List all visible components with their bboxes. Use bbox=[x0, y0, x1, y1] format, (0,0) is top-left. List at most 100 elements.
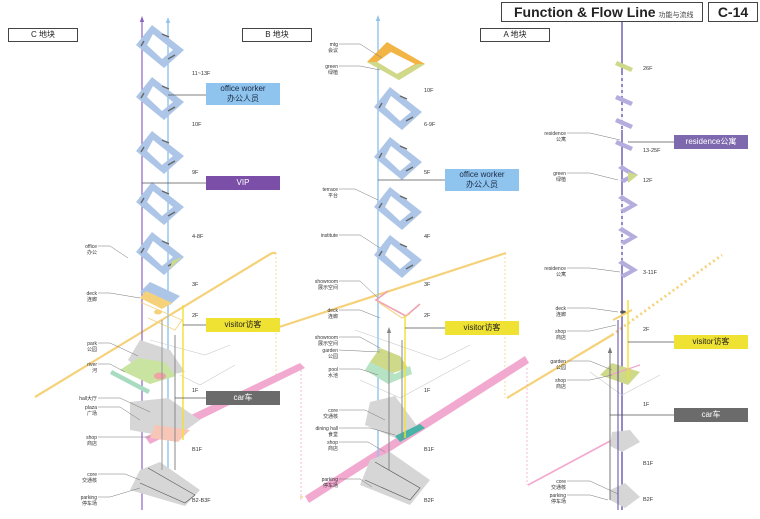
a-floor-label: 2F bbox=[643, 327, 650, 333]
a-road-outline bbox=[589, 371, 661, 396]
tag-en: park bbox=[87, 341, 97, 347]
a-garden bbox=[600, 363, 640, 385]
a-floor-label: B2F bbox=[643, 497, 654, 503]
c-office-worker-box: office worker 办公人员 bbox=[206, 83, 280, 105]
leader-line bbox=[339, 336, 381, 349]
role-label: VIP bbox=[236, 178, 250, 187]
tag-en: residence bbox=[544, 131, 566, 137]
core-mark bbox=[378, 102, 383, 109]
tag-en: green bbox=[553, 171, 566, 177]
leader-line bbox=[339, 409, 386, 421]
block-b-header: B 地块 bbox=[242, 28, 312, 42]
b-road-outline bbox=[354, 329, 471, 361]
arrow-up-icon bbox=[165, 17, 171, 23]
b-deck-2f bbox=[377, 301, 411, 319]
b-core-b1 bbox=[365, 396, 420, 440]
visitor-deck-path-c bbox=[34, 252, 273, 398]
leader-line bbox=[567, 307, 619, 313]
c-tag-hall: hall大厅 bbox=[79, 396, 97, 402]
a-residence-slab bbox=[615, 95, 633, 106]
tag-en: parking bbox=[80, 495, 97, 501]
b-floor-label: B2F bbox=[424, 498, 435, 504]
tag-en: parking bbox=[321, 477, 338, 483]
core-mark bbox=[167, 211, 176, 217]
arrow-up-icon bbox=[607, 347, 613, 353]
tag-cn: 展示空间 bbox=[317, 285, 338, 291]
a-floor-label: 1F bbox=[643, 402, 650, 408]
tag-en: deck bbox=[555, 306, 566, 312]
leader-line bbox=[98, 406, 141, 421]
title-en: Function & Flow Line bbox=[514, 4, 656, 20]
a-visitor-box: visitor访客 bbox=[674, 335, 748, 349]
leader-line bbox=[98, 245, 129, 259]
leader-line bbox=[339, 188, 379, 201]
tag-en: core bbox=[328, 408, 338, 414]
visitor-deck-path-a bbox=[506, 334, 613, 399]
a-residence-chevron bbox=[618, 227, 638, 245]
tag-en: shop bbox=[555, 378, 566, 384]
core-mark bbox=[140, 40, 145, 47]
tag-cn: 绿植 bbox=[555, 177, 566, 183]
tag-cn: 会议 bbox=[327, 48, 338, 54]
tag-cn: 公寓 bbox=[555, 137, 566, 143]
core-mark bbox=[140, 247, 145, 254]
b-office-worker-box: office worker 办公人员 bbox=[445, 169, 519, 191]
leader-line bbox=[567, 480, 619, 495]
c-floor-label: 9F bbox=[192, 170, 199, 176]
tag-en: garden bbox=[322, 348, 338, 354]
tag-cn: 广场 bbox=[86, 411, 97, 417]
green-accent bbox=[170, 257, 182, 269]
a-floor-13-25f bbox=[615, 140, 633, 151]
tag-cn: 河 bbox=[91, 368, 97, 374]
tag-en: shop bbox=[86, 435, 97, 441]
tag-cn: 食堂 bbox=[327, 432, 338, 438]
c-floor-label: 1F bbox=[192, 388, 199, 394]
core-mark bbox=[161, 240, 170, 245]
role-label: residence公寓 bbox=[685, 137, 737, 146]
c-floor-3f bbox=[140, 282, 180, 305]
leader-line bbox=[338, 349, 381, 353]
leader-line bbox=[98, 487, 141, 498]
c-parking-outline bbox=[139, 467, 196, 504]
a-deck-node bbox=[620, 310, 626, 314]
c-floor-4-8f bbox=[136, 182, 184, 225]
b-floor-5f bbox=[374, 137, 422, 180]
tag-cn: 办公 bbox=[86, 250, 97, 256]
b-floor-10f-void bbox=[377, 52, 415, 74]
core-mark bbox=[405, 166, 414, 172]
c-vip-box: VIP bbox=[206, 176, 280, 190]
b-tag-institute: institute bbox=[321, 233, 338, 239]
b-floor-4f bbox=[374, 235, 422, 278]
a-car-box: car车 bbox=[674, 408, 748, 422]
a-floor-b2 bbox=[610, 483, 640, 508]
c-deck-3f bbox=[140, 291, 172, 309]
c-floor-11-13f bbox=[136, 25, 184, 68]
a-floor-label: 3-11F bbox=[643, 270, 657, 276]
leader-line bbox=[339, 441, 386, 453]
leader-line bbox=[98, 473, 141, 481]
a-floor-label: 26F bbox=[643, 66, 653, 72]
a-residence-chevron bbox=[618, 195, 638, 213]
a-green-12f bbox=[628, 172, 638, 183]
title-cn: 功能与流线 bbox=[658, 12, 694, 19]
c-deck-node bbox=[154, 309, 162, 315]
tag-en: hall大厅 bbox=[79, 396, 97, 402]
role-label-cn: 办公人员 bbox=[466, 180, 498, 189]
a-shop-link bbox=[609, 364, 641, 376]
b-floor-6-9f bbox=[374, 87, 422, 130]
leader-line bbox=[567, 172, 619, 181]
arrow-up-icon bbox=[386, 327, 392, 333]
